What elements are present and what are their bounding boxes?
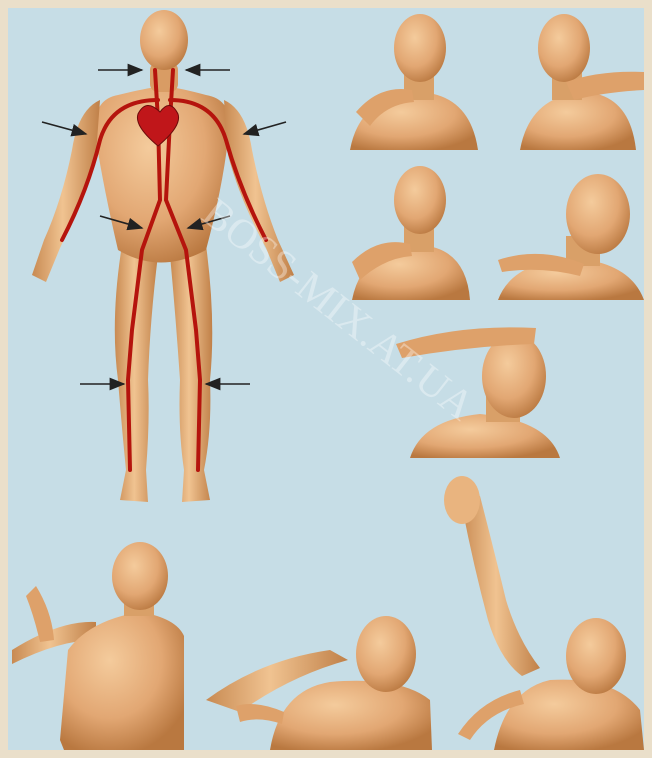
watermark: BOSS-MIX.AT.UA (194, 190, 483, 430)
jaw-support-bust (498, 174, 644, 300)
subclavian-bust (352, 166, 470, 300)
anatomy-illustration: BOSS-MIX.AT.UA (8, 8, 644, 750)
arm-across-shoulder-figure (12, 542, 184, 750)
salute-figure (206, 616, 432, 750)
carotid-left-bust (350, 14, 478, 150)
carotid-right-bust (520, 14, 644, 150)
raised-arm-figure (444, 476, 644, 750)
